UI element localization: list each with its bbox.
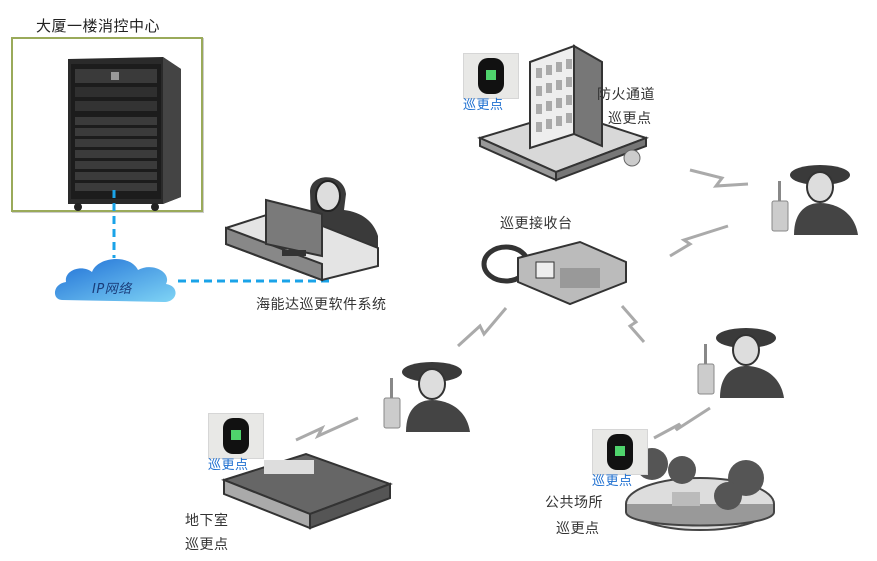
fire-exit-location-line1: 防火通道 — [597, 87, 655, 103]
wireless-signal-icon — [456, 307, 508, 348]
control-center-frame — [11, 37, 203, 212]
operator-workstation-icon — [225, 177, 379, 282]
control-center-label: 大厦一楼消控中心 — [36, 17, 161, 35]
fire-exit-location-line2: 巡更点 — [608, 111, 652, 127]
checkpoint-reader-icon — [223, 418, 249, 454]
wireless-signal-icon — [689, 168, 749, 188]
receiver-label: 巡更接收台 — [500, 216, 573, 232]
public-area-location-line1: 公共场所 — [545, 495, 603, 511]
checkpoint-reader-icon — [478, 58, 504, 94]
checkpoint-tag-label: 巡更点 — [463, 98, 504, 113]
wireless-signal-icon — [653, 406, 711, 440]
office-building-icon — [477, 44, 650, 182]
software-label: 海能达巡更软件系统 — [256, 297, 387, 313]
cloud-icon — [54, 258, 176, 302]
security-guard-with-radio-icon — [383, 362, 470, 432]
checkpoint-tag-label: 巡更点 — [592, 474, 633, 489]
public-area-location-line2: 巡更点 — [556, 521, 600, 537]
checkpoint-tag-basement[interactable] — [208, 413, 264, 459]
basement-location-line1: 地下室 — [185, 513, 229, 529]
checkpoint-tag-public-area[interactable] — [592, 429, 648, 475]
security-guard-with-radio-icon — [771, 165, 858, 235]
parking-basement-icon — [221, 452, 393, 530]
wireless-signal-icon — [669, 224, 729, 258]
checkpoint-reader-icon — [607, 434, 633, 470]
wireless-signal-icon — [295, 416, 359, 442]
security-guard-with-radio-icon — [697, 328, 784, 398]
radio-base-station-icon — [481, 240, 627, 306]
network-label: IP网络 — [92, 282, 132, 297]
server-rack-icon — [68, 57, 181, 211]
wireless-signal-icon — [620, 305, 646, 343]
checkpoint-tag-fire-exit[interactable] — [463, 53, 519, 99]
basement-location-line2: 巡更点 — [185, 537, 229, 553]
checkpoint-tag-label: 巡更点 — [208, 458, 249, 473]
